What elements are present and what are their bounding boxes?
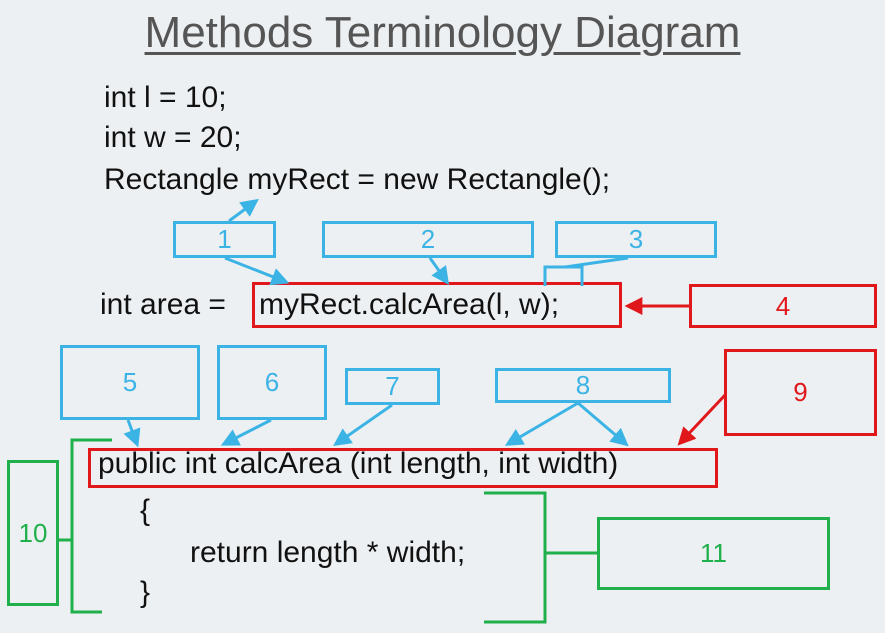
arrow-3-link [564, 256, 629, 269]
code-line-int-w: int w = 20; [104, 121, 242, 154]
label-box-3: 3 [555, 221, 717, 258]
code-line-int-l: int l = 10; [104, 81, 227, 114]
arrow-1-up [228, 198, 259, 223]
signature-highlight [88, 448, 718, 488]
diagram-title: Methods Terminology Diagram [144, 8, 741, 57]
label-box-5: 5 [60, 345, 200, 420]
label-box-11: 11 [597, 517, 830, 590]
code-line-rectangle: Rectangle myRect = new Rectangle(); [104, 163, 611, 196]
arrow-9 [677, 392, 728, 446]
label-box-6: 6 [217, 345, 327, 420]
bracket-11 [484, 491, 547, 624]
code-line-area-prefix: int area = [100, 288, 235, 321]
method-signature: public int calcArea (int length, int wid… [98, 447, 619, 480]
arrow-6 [220, 418, 272, 446]
arrow-8-left [504, 401, 579, 446]
label-box-4: 4 [689, 284, 877, 328]
label-box-1: 1 [173, 221, 276, 258]
method-body: return length * width; [190, 536, 466, 569]
arrow-7 [333, 403, 393, 447]
code-line-method-call: myRect.calcArea(l, w); [259, 288, 560, 321]
label-box-8: 8 [495, 368, 671, 403]
close-brace: } [140, 576, 151, 609]
method-call-highlight [252, 282, 622, 328]
arrow-8-right [577, 401, 629, 447]
arrow-2 [428, 257, 450, 285]
label-box-7: 7 [345, 368, 440, 405]
label-box-2: 2 [322, 221, 534, 258]
label-box-10: 10 [7, 460, 59, 606]
arrow-1-down [224, 256, 290, 286]
open-brace: { [140, 494, 151, 527]
arrow-5 [123, 419, 141, 448]
label-box-9: 9 [724, 349, 877, 436]
